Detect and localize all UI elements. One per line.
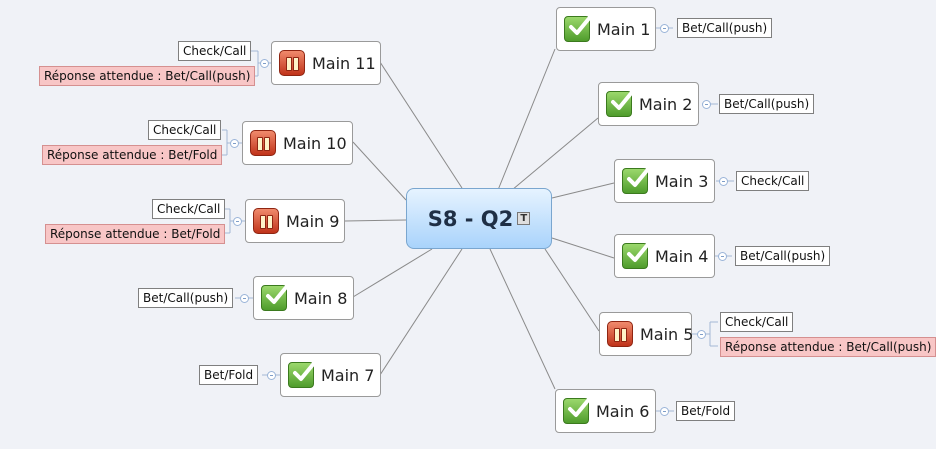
topic-main9[interactable]: Main 9 (245, 199, 345, 243)
collapse-knob[interactable] (267, 371, 276, 380)
answer-main3[interactable]: Check/Call (736, 171, 810, 191)
topic-main7[interactable]: Main 7 (280, 353, 381, 397)
connector-main10 (352, 141, 407, 201)
expected-answer-main9[interactable]: Réponse attendue : Bet/Fold (45, 224, 226, 244)
collapse-knob[interactable] (660, 24, 669, 33)
connector-main3 (551, 182, 615, 199)
topic-main2[interactable]: Main 2 (598, 82, 699, 126)
answer-main11[interactable]: Check/Call (178, 41, 252, 61)
expected-answer-main11[interactable]: Réponse attendue : Bet/Call(push) (39, 66, 256, 86)
collapse-knob[interactable] (230, 139, 239, 148)
answer-main8[interactable]: Bet/Call(push) (138, 288, 234, 308)
check-icon (261, 283, 290, 311)
collapse-knob[interactable] (697, 330, 706, 339)
pause-icon (279, 50, 305, 76)
topic-label: Main 4 (655, 246, 709, 266)
topic-main10[interactable]: Main 10 (242, 121, 353, 165)
check-icon (563, 396, 592, 424)
expected-answer-main5[interactable]: Réponse attendue : Bet/Call(push) (720, 337, 936, 357)
connector-main2 (511, 117, 599, 191)
collapse-knob[interactable] (719, 177, 728, 186)
topic-main5[interactable]: Main 5 (599, 312, 694, 356)
answer-main10[interactable]: Check/Call (148, 120, 222, 140)
topic-label: Main 1 (597, 19, 651, 39)
answer-main6[interactable]: Bet/Fold (676, 401, 736, 421)
answer-main4[interactable]: Bet/Call(push) (735, 246, 831, 266)
text-note-icon[interactable]: T (517, 212, 531, 225)
connector-main1 (497, 48, 556, 191)
collapse-knob[interactable] (660, 407, 669, 416)
connector-main4 (551, 237, 615, 259)
answer-main7[interactable]: Bet/Fold (199, 365, 259, 385)
topic-main4[interactable]: Main 4 (614, 234, 715, 278)
collapse-knob[interactable] (702, 100, 711, 109)
topic-label: Main 2 (639, 94, 693, 114)
topic-label: Main 10 (283, 133, 347, 153)
check-icon (606, 89, 635, 117)
answer-main5[interactable]: Check/Call (720, 312, 794, 332)
topic-label: Main 5 (640, 324, 694, 344)
topic-label: Main 9 (286, 211, 340, 231)
topic-label: Main 11 (312, 53, 376, 73)
connector-main5 (544, 248, 600, 332)
topic-label: Main 8 (294, 288, 348, 308)
pause-icon (250, 130, 276, 156)
check-icon (622, 241, 651, 269)
expected-answer-main10[interactable]: Réponse attendue : Bet/Fold (42, 145, 223, 165)
topic-label: Main 7 (321, 365, 375, 385)
pause-icon (607, 321, 633, 347)
answer-main1[interactable]: Bet/Call(push) (677, 18, 773, 38)
collapse-knob[interactable] (233, 217, 242, 226)
check-icon (622, 166, 651, 194)
answer-main2[interactable]: Bet/Call(push) (719, 94, 815, 114)
connector-main9 (344, 219, 407, 222)
topic-label: Main 6 (596, 401, 650, 421)
collapse-knob[interactable] (718, 252, 727, 261)
central-topic-label: S8 - Q2 (427, 206, 514, 231)
connector-main6 (489, 248, 556, 390)
topic-main1[interactable]: Main 1 (556, 7, 656, 51)
connector-main7 (379, 248, 463, 376)
pause-icon (253, 208, 279, 234)
check-icon (564, 14, 593, 42)
topic-main6[interactable]: Main 6 (555, 389, 656, 433)
topic-main11[interactable]: Main 11 (271, 41, 381, 85)
collapse-knob[interactable] (260, 59, 269, 68)
central-topic[interactable]: S8 - Q2 T (406, 188, 552, 249)
collapse-knob[interactable] (240, 294, 249, 303)
check-icon (288, 360, 317, 388)
topic-label: Main 3 (655, 171, 709, 191)
topic-main8[interactable]: Main 8 (253, 276, 354, 320)
connector-main8 (352, 248, 433, 298)
answer-main9[interactable]: Check/Call (152, 199, 226, 219)
connector-main11 (379, 61, 463, 189)
topic-main3[interactable]: Main 3 (614, 159, 715, 203)
